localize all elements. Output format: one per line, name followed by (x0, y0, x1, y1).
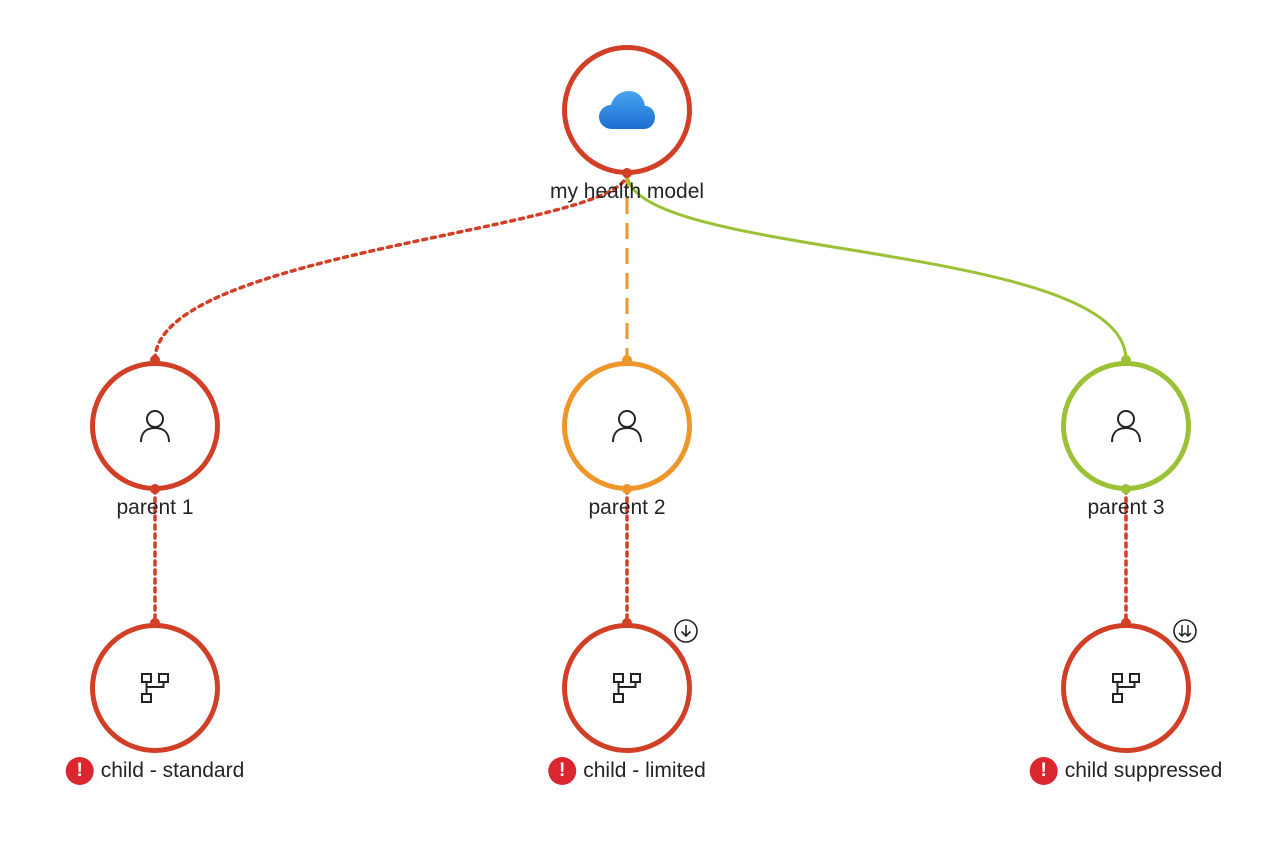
root-label: my health model (550, 180, 704, 204)
hierarchy-icon (140, 672, 170, 704)
edge-root-parent-3 (625, 172, 1128, 361)
parent-node-2[interactable] (562, 361, 692, 491)
parent-1-label-text: parent 1 (116, 496, 194, 519)
parent-node-3[interactable] (1061, 361, 1191, 491)
parent-2-label: parent 2 (588, 496, 665, 520)
alert-icon: ! (548, 757, 577, 785)
double-arrow-down-icon[interactable] (1172, 618, 1198, 644)
person-icon (1110, 409, 1142, 443)
child-node-3[interactable] (1061, 623, 1191, 753)
child-3-label-text: child suppressed (1064, 759, 1223, 782)
hierarchy-icon (612, 672, 642, 704)
root-node[interactable] (562, 45, 692, 175)
person-icon (611, 409, 643, 443)
hierarchy-icon (1111, 672, 1141, 704)
parent-2-label-text: parent 2 (588, 496, 666, 519)
child-1-label: ! child - standard (65, 757, 245, 785)
parent-1-label: parent 1 (116, 496, 193, 520)
child-3-label: ! child suppressed (1029, 757, 1223, 785)
alert-icon: ! (65, 757, 94, 785)
parent-3-label-text: parent 3 (1087, 496, 1165, 519)
parent-3-label: parent 3 (1087, 496, 1164, 520)
root-label-text: my health model (549, 180, 705, 203)
child-2-label: ! child - limited (548, 757, 706, 785)
person-icon (139, 409, 171, 443)
parent-node-1[interactable] (90, 361, 220, 491)
child-2-label-text: child - limited (583, 759, 706, 782)
child-1-label-text: child - standard (100, 759, 245, 782)
alert-icon: ! (1029, 757, 1058, 785)
child-node-1[interactable] (90, 623, 220, 753)
edge-root-parent-1 (153, 171, 629, 362)
cloud-icon (598, 89, 656, 131)
arrow-down-icon[interactable] (673, 618, 699, 644)
